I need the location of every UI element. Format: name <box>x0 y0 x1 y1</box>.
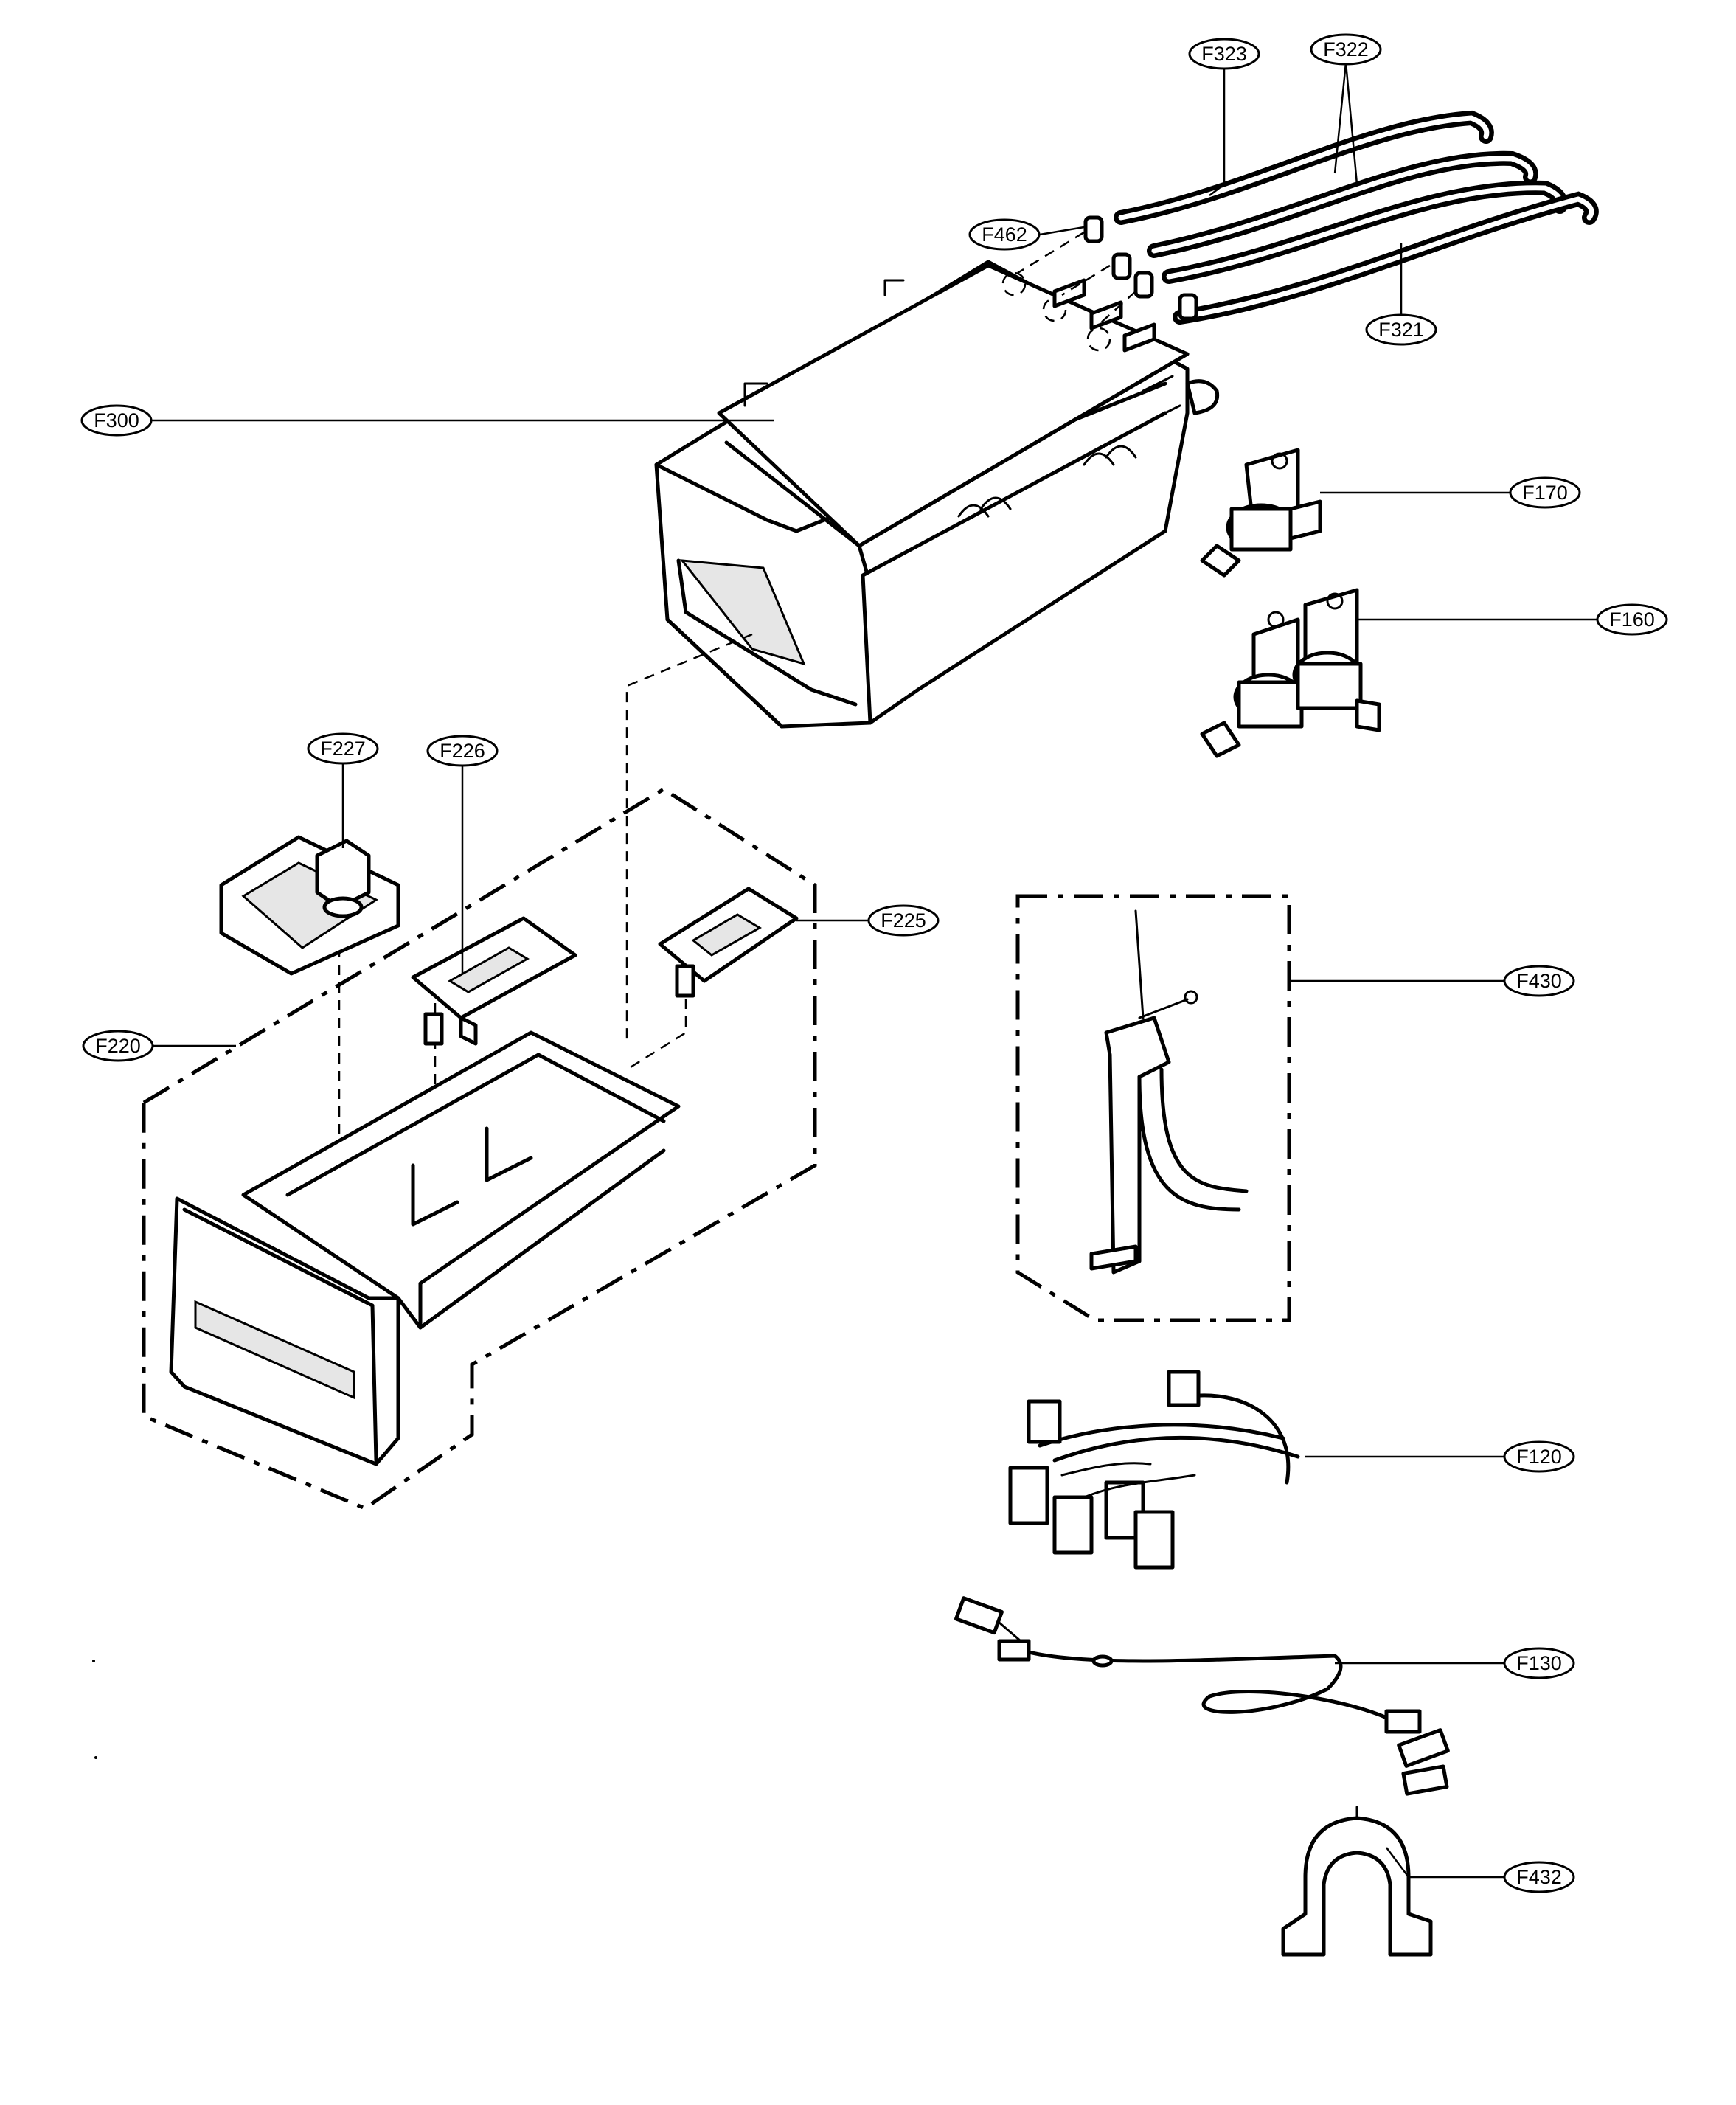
dispenser-drawer <box>169 1030 681 1466</box>
callout-f300: F300 <box>80 404 153 437</box>
vent-hose-assembly <box>1089 909 1249 1275</box>
svg-text:F227: F227 <box>320 738 366 760</box>
callout-f430: F430 <box>1503 965 1575 997</box>
hose-clip <box>1281 1806 1433 1957</box>
svg-text:F300: F300 <box>94 409 139 431</box>
detergent-divider <box>411 916 577 1046</box>
softener-cap <box>219 835 400 976</box>
callout-f462: F462 <box>968 218 1041 251</box>
svg-text:F220: F220 <box>95 1035 141 1057</box>
svg-text:F130: F130 <box>1516 1652 1562 1674</box>
svg-text:F432: F432 <box>1516 1866 1562 1888</box>
svg-text:F323: F323 <box>1201 43 1247 65</box>
svg-text:F160: F160 <box>1609 608 1655 631</box>
svg-text:F225: F225 <box>881 909 926 932</box>
svg-text:F321: F321 <box>1378 319 1424 341</box>
leader-lines <box>134 55 1615 1879</box>
thermistor-harness <box>954 1596 1450 1796</box>
callout-f321: F321 <box>1365 313 1437 346</box>
callout-f130: F130 <box>1503 1647 1575 1679</box>
callout-f170: F170 <box>1509 476 1581 509</box>
svg-text:F462: F462 <box>982 223 1027 246</box>
drawer-assembly-boundary <box>142 787 817 1511</box>
svg-text:F226: F226 <box>440 740 485 762</box>
svg-text:F322: F322 <box>1323 38 1369 60</box>
svg-text:F430: F430 <box>1516 970 1562 992</box>
inlet-hoses <box>1114 110 1599 325</box>
callout-f226: F226 <box>426 735 499 767</box>
single-water-valve <box>1200 448 1322 578</box>
svg-text:F120: F120 <box>1516 1446 1562 1468</box>
wiring-harness <box>1008 1370 1300 1570</box>
bleach-divider <box>658 887 799 998</box>
callout-f432: F432 <box>1503 1861 1575 1893</box>
dispenser-housing <box>654 260 1220 729</box>
callout-f225: F225 <box>867 904 940 937</box>
speck <box>94 1756 97 1759</box>
callout-f323: F323 <box>1188 38 1260 70</box>
hose-clamps <box>1017 215 1198 325</box>
callout-f322: F322 <box>1310 33 1382 66</box>
svg-text:F170: F170 <box>1522 482 1568 504</box>
double-water-valve <box>1200 588 1381 758</box>
callout-f227: F227 <box>307 732 379 765</box>
callout-f220: F220 <box>82 1030 154 1062</box>
hose-assembly-boundary <box>1015 894 1291 1322</box>
callout-f120: F120 <box>1503 1440 1575 1473</box>
callout-f160: F160 <box>1596 603 1668 636</box>
speck <box>92 1660 95 1662</box>
